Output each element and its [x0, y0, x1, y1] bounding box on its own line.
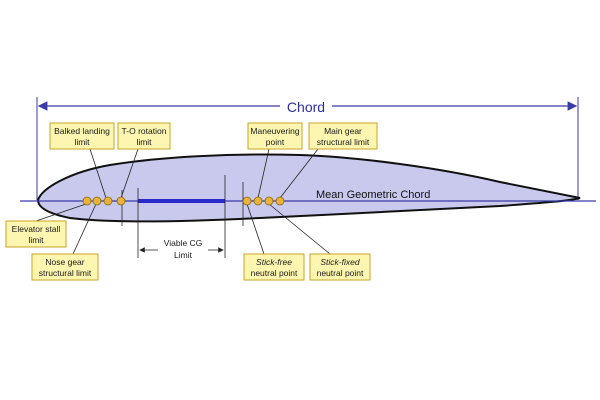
leader-stick-free [246, 203, 265, 255]
callout-maneuvering-line2: point [266, 137, 285, 147]
marker-stick-fixed [264, 196, 274, 206]
marker-to-rotation [116, 196, 126, 206]
callout-to-rotation-line1: T-O rotation [122, 126, 167, 136]
callout-main-gear: Main gear structural limit [308, 122, 378, 150]
marker-elevator-stall [82, 196, 92, 206]
marker-main-gear [275, 196, 285, 206]
leader-elevator-stall [35, 203, 87, 222]
leader-stick-fixed [268, 203, 331, 255]
callout-elevator-stall: Elevator stall limit [5, 220, 67, 248]
callout-nose-gear-line2: structural limit [39, 268, 92, 278]
callout-stick-free-line1: Stick-free [256, 257, 292, 267]
callout-maneuvering-line1: Maneuvering [250, 126, 299, 136]
callout-nose-gear: Nose gear structural limit [31, 253, 99, 281]
leader-to-rotation [120, 148, 139, 199]
callout-to-rotation: T-O rotation limit [117, 122, 171, 150]
callout-stick-free: Stick-free neutral point [243, 253, 305, 281]
callout-stick-fixed: Stick-fixed neutral point [309, 253, 371, 281]
callout-stick-fixed-line1: Stick-fixed [320, 257, 359, 267]
callout-balked-landing: Balked landing limit [49, 122, 115, 150]
callout-maneuvering: Maneuvering point [247, 122, 303, 150]
marker-balked-landing [103, 196, 113, 206]
leader-balked-landing [89, 148, 107, 199]
viable-cg-line2: Limit [174, 250, 193, 260]
leader-maneuvering [257, 148, 270, 199]
callout-to-rotation-line2: limit [136, 137, 152, 147]
leader-nose-gear [72, 203, 97, 255]
marker-nose-gear [92, 196, 102, 206]
callout-nose-gear-line1: Nose gear [45, 257, 84, 267]
callout-balked-landing-line2: limit [74, 137, 90, 147]
airfoil-shape [36, 153, 581, 223]
callout-stick-fixed-line2: neutral point [317, 268, 364, 278]
chord-label: Chord [287, 99, 325, 115]
leader-main-gear [279, 148, 319, 199]
callout-main-gear-line2: structural limit [317, 137, 370, 147]
mgc-label: Mean Geometric Chord [316, 189, 430, 201]
callout-stick-free-line2: neutral point [251, 268, 298, 278]
callout-elevator-stall-line1: Elevator stall [12, 224, 61, 234]
viable-cg-line1: Viable CG [164, 238, 203, 248]
marker-maneuvering [253, 196, 263, 206]
callout-main-gear-line1: Main gear [324, 126, 362, 136]
marker-stick-free [242, 196, 252, 206]
callout-elevator-stall-line2: limit [28, 235, 44, 245]
callout-balked-landing-line1: Balked landing [54, 126, 110, 136]
